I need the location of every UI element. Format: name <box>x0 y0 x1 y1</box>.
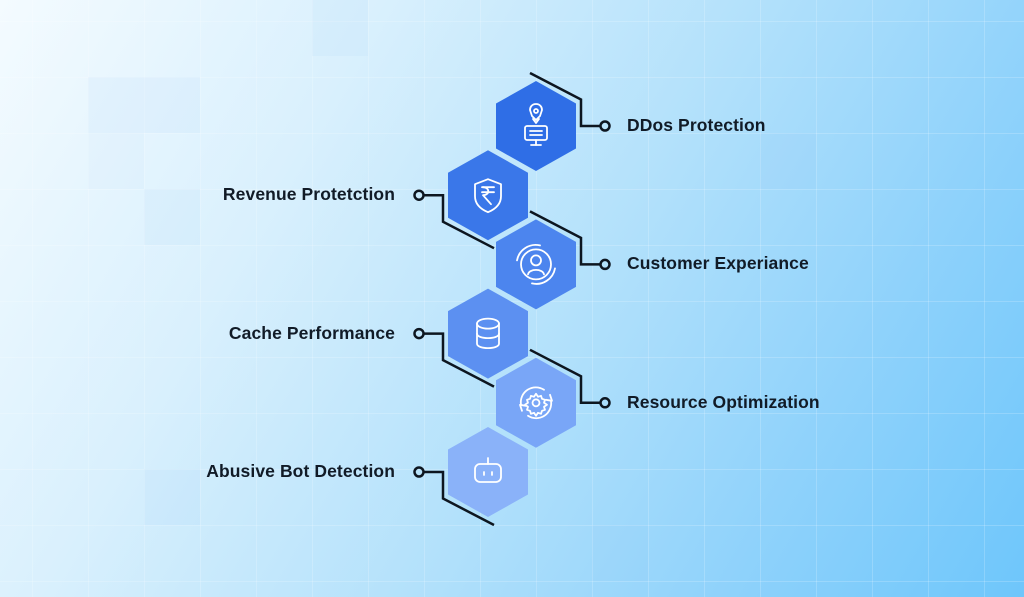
connector-line <box>424 332 495 388</box>
background-tile <box>592 525 648 581</box>
connector-dot <box>413 327 425 340</box>
background-tile <box>88 77 144 133</box>
hexagon-rupee-shield <box>448 150 528 241</box>
user-circle-icon <box>516 244 556 285</box>
connector-line <box>424 193 495 250</box>
hexagon-database <box>448 288 528 379</box>
hexagon-gear-refresh <box>496 357 576 448</box>
hexagon-ddos-shield-monitor <box>496 81 576 171</box>
rupee-shield-icon <box>474 178 502 214</box>
background-tile <box>88 133 144 189</box>
database-icon <box>476 317 500 349</box>
hexagon-user-circle <box>496 219 576 310</box>
connector-dot <box>599 120 611 132</box>
connector-dot <box>413 466 425 478</box>
hexagon-shape <box>448 427 528 517</box>
background-tile <box>760 133 816 189</box>
background-tile <box>144 189 200 245</box>
hexagon-shape <box>448 150 528 241</box>
hexagon-shape <box>448 288 528 379</box>
connector-line <box>529 71 600 128</box>
gear-refresh-icon <box>519 386 553 420</box>
background-tile <box>144 77 200 133</box>
connector-line <box>529 210 600 266</box>
connector-line <box>424 470 495 527</box>
label-database: Cache Performance <box>228 322 395 343</box>
label-ddos-shield-monitor: DDos Protection <box>627 115 766 135</box>
connector-dot <box>599 397 611 409</box>
label-rupee-shield: Revenue Protetction <box>222 184 395 205</box>
bot-icon <box>474 457 502 483</box>
label-user-circle: Customer Experiance <box>627 253 809 274</box>
connector-line <box>529 348 600 405</box>
ddos-shield-monitor-icon <box>524 103 548 146</box>
connector-dot <box>599 258 611 271</box>
connector-dot <box>413 189 425 201</box>
label-bot: Abusive Bot Detection <box>206 461 395 481</box>
background-tile <box>144 469 200 525</box>
label-gear-refresh: Resource Optimization <box>627 391 820 412</box>
hexagon-bot <box>448 427 528 517</box>
hexagon-shape <box>496 357 576 448</box>
background-tile <box>312 0 368 56</box>
hexagon-shape <box>496 219 576 310</box>
